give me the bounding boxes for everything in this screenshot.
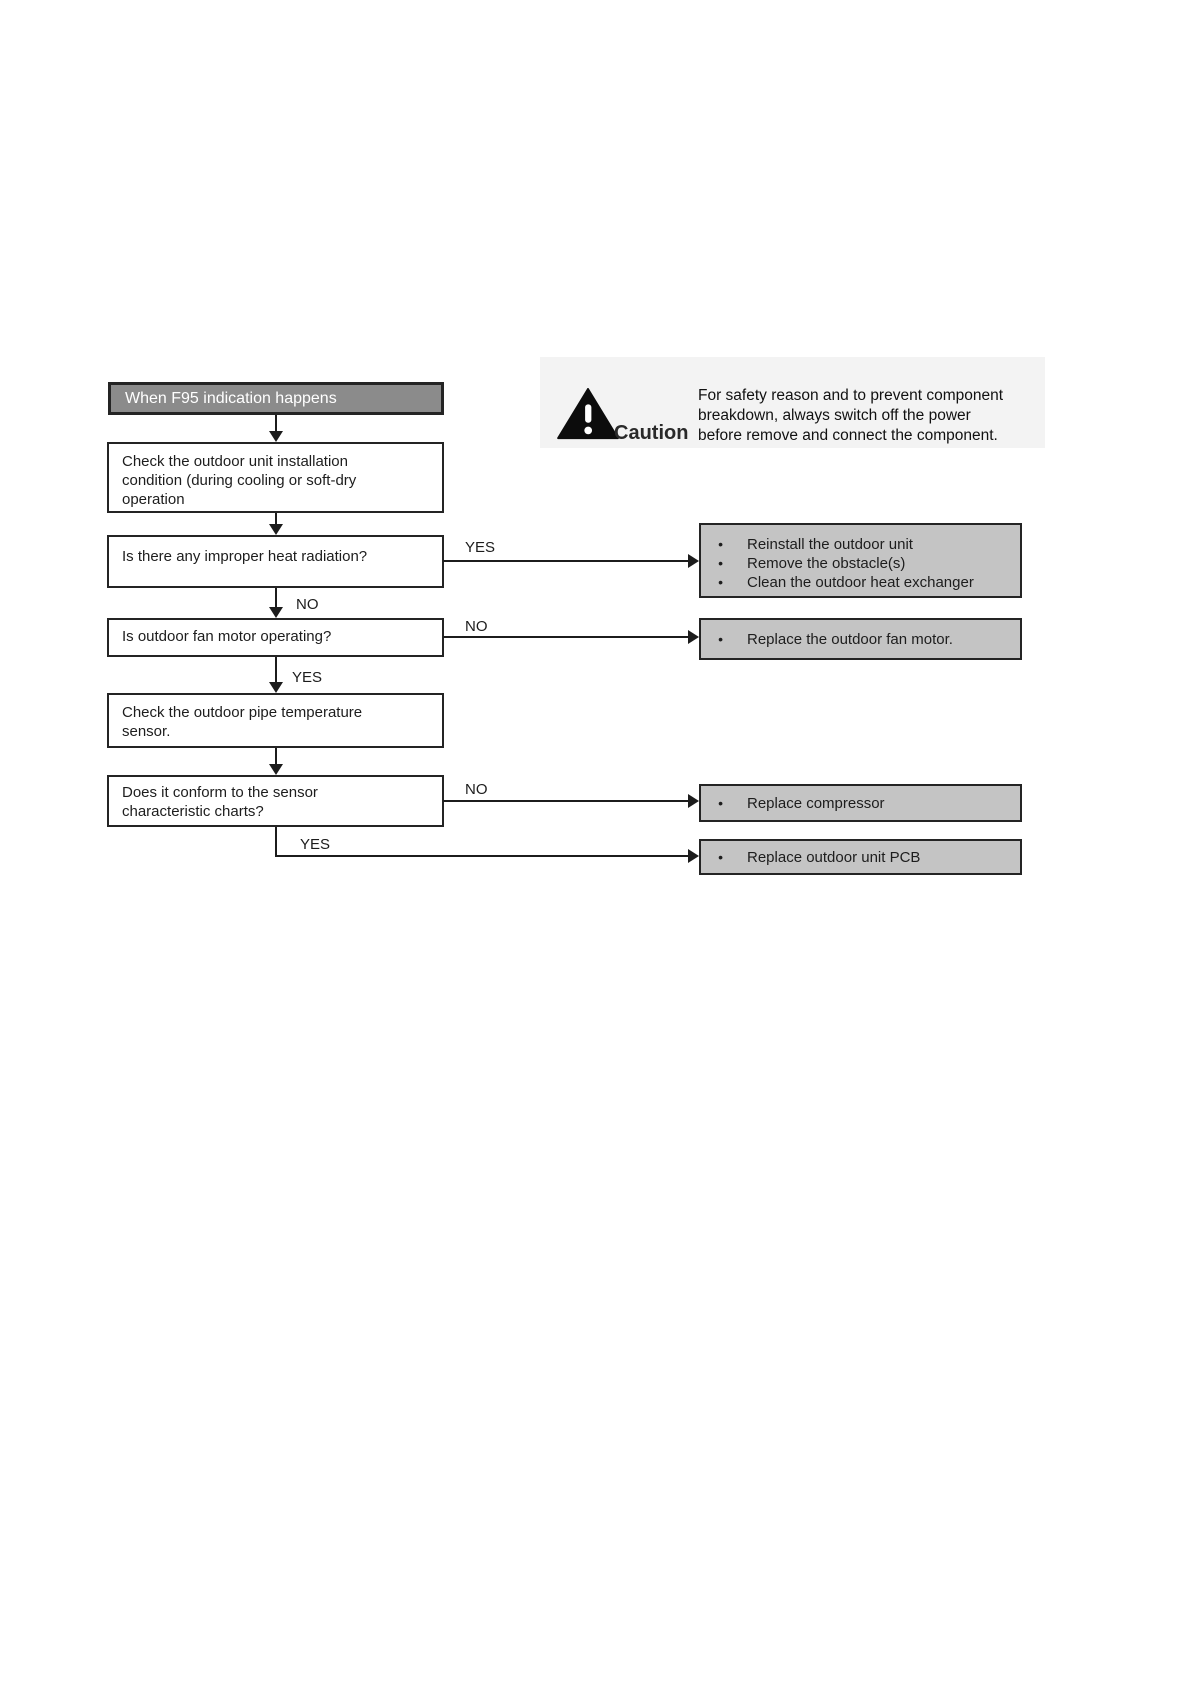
- result-box-outdoor-pcb: • Replace outdoor unit PCB: [699, 839, 1022, 875]
- node-text-line: Is there any improper heat radiation?: [122, 548, 368, 565]
- result-rows: • Replace outdoor unit PCB: [701, 841, 1020, 873]
- result-item: • Replace outdoor unit PCB: [701, 848, 1020, 867]
- result-item-text: Reinstall the outdoor unit: [747, 536, 913, 553]
- bullet-icon: •: [718, 555, 723, 571]
- arrow-down-icon: [269, 607, 283, 618]
- flowchart-title: When F95 indication happens: [125, 389, 337, 407]
- node-text-line: characteristic charts?: [122, 803, 264, 820]
- node-question-fan-motor: Is outdoor fan motor operating?: [107, 618, 444, 657]
- arrow-down-icon: [269, 431, 283, 442]
- result-item-text: Replace outdoor unit PCB: [747, 848, 921, 866]
- result-item-text: Remove the obstacle(s): [747, 555, 906, 572]
- arrow-down-icon: [269, 524, 283, 535]
- edge-label-no: NO: [465, 781, 488, 798]
- connector-line: [443, 800, 688, 802]
- edge-label-no: NO: [465, 618, 488, 635]
- result-item-text: Clean the outdoor heat exchanger: [747, 574, 974, 591]
- result-item-text: Replace compressor: [747, 794, 885, 812]
- edge-label-yes: YES: [292, 669, 323, 686]
- node-text-line: sensor.: [122, 723, 171, 740]
- edge-label-yes: YES: [300, 836, 331, 853]
- node-text-line: Does it conform to the sensor: [122, 784, 318, 801]
- flowchart-title-box: When F95 indication happens: [108, 382, 444, 415]
- node-check-pipe-sensor: Check the outdoor pipe temperature senso…: [107, 693, 444, 748]
- node-text: Is outdoor fan motor operating?: [109, 620, 422, 646]
- node-text-line: Check the outdoor unit installation: [122, 453, 348, 470]
- result-item-text: Replace the outdoor fan motor.: [747, 630, 953, 648]
- bullet-icon: •: [718, 536, 723, 552]
- result-box-compressor: • Replace compressor: [699, 784, 1022, 822]
- result-item: • Reinstall the outdoor unit: [701, 535, 1020, 554]
- node-check-installation: Check the outdoor unit installation cond…: [107, 442, 444, 513]
- bullet-icon: •: [718, 574, 723, 590]
- result-item: • Replace compressor: [701, 794, 1020, 813]
- caution-panel: [540, 357, 1045, 448]
- connector-line: [275, 415, 277, 432]
- edge-label-no: NO: [296, 596, 319, 613]
- node-question-heat-radiation: Is there any improper heat radiation?: [107, 535, 444, 588]
- connector-line: [275, 657, 277, 683]
- caution-label: Caution: [614, 422, 689, 444]
- result-box-fan-motor: • Replace the outdoor fan motor.: [699, 618, 1022, 660]
- caution-text-line: For safety reason and to prevent compone…: [698, 387, 1004, 404]
- caution-text-line: breakdown, always switch off the power: [698, 407, 971, 424]
- node-question-sensor-charts: Does it conform to the sensor characteri…: [107, 775, 444, 827]
- caution-text: For safety reason and to prevent compone…: [698, 386, 1038, 446]
- bullet-icon: •: [718, 630, 723, 647]
- result-item: • Remove the obstacle(s): [701, 554, 1020, 573]
- bullet-icon: •: [718, 848, 723, 865]
- result-rows: • Replace compressor: [701, 786, 1020, 820]
- arrow-right-icon: [688, 849, 699, 863]
- caution-text-line: before remove and connect the component.: [698, 427, 998, 444]
- result-box-heat-radiation: • Reinstall the outdoor unit • Remove th…: [699, 523, 1022, 598]
- result-rows: • Replace the outdoor fan motor.: [701, 620, 1020, 658]
- node-text: Does it conform to the sensor characteri…: [109, 777, 422, 821]
- node-text-line: Check the outdoor pipe temperature: [122, 704, 363, 721]
- connector-line: [275, 513, 277, 525]
- node-text-line: Is outdoor fan motor operating?: [122, 628, 332, 645]
- node-text-line: condition (during cooling or soft-dry: [122, 472, 357, 489]
- result-item: • Clean the outdoor heat exchanger: [701, 573, 1020, 592]
- connector-line: [275, 748, 277, 765]
- result-rows: • Reinstall the outdoor unit • Remove th…: [701, 525, 1020, 592]
- connector-line: [443, 636, 688, 638]
- connector-line: [275, 588, 277, 608]
- arrow-right-icon: [688, 630, 699, 644]
- node-text: Is there any improper heat radiation?: [109, 537, 422, 566]
- warning-triangle-icon: [557, 388, 619, 440]
- result-item: • Replace the outdoor fan motor.: [701, 630, 1020, 649]
- connector-line: [443, 560, 688, 562]
- arrow-down-icon: [269, 764, 283, 775]
- node-text: Check the outdoor pipe temperature senso…: [109, 695, 422, 741]
- node-text: Check the outdoor unit installation cond…: [109, 444, 422, 509]
- bullet-icon: •: [718, 794, 723, 811]
- connector-line: [275, 827, 277, 857]
- node-text-line: operation: [122, 491, 185, 508]
- connector-line: [275, 855, 688, 857]
- arrow-right-icon: [688, 794, 699, 808]
- arrow-down-icon: [269, 682, 283, 693]
- edge-label-yes: YES: [465, 539, 496, 556]
- arrow-right-icon: [688, 554, 699, 568]
